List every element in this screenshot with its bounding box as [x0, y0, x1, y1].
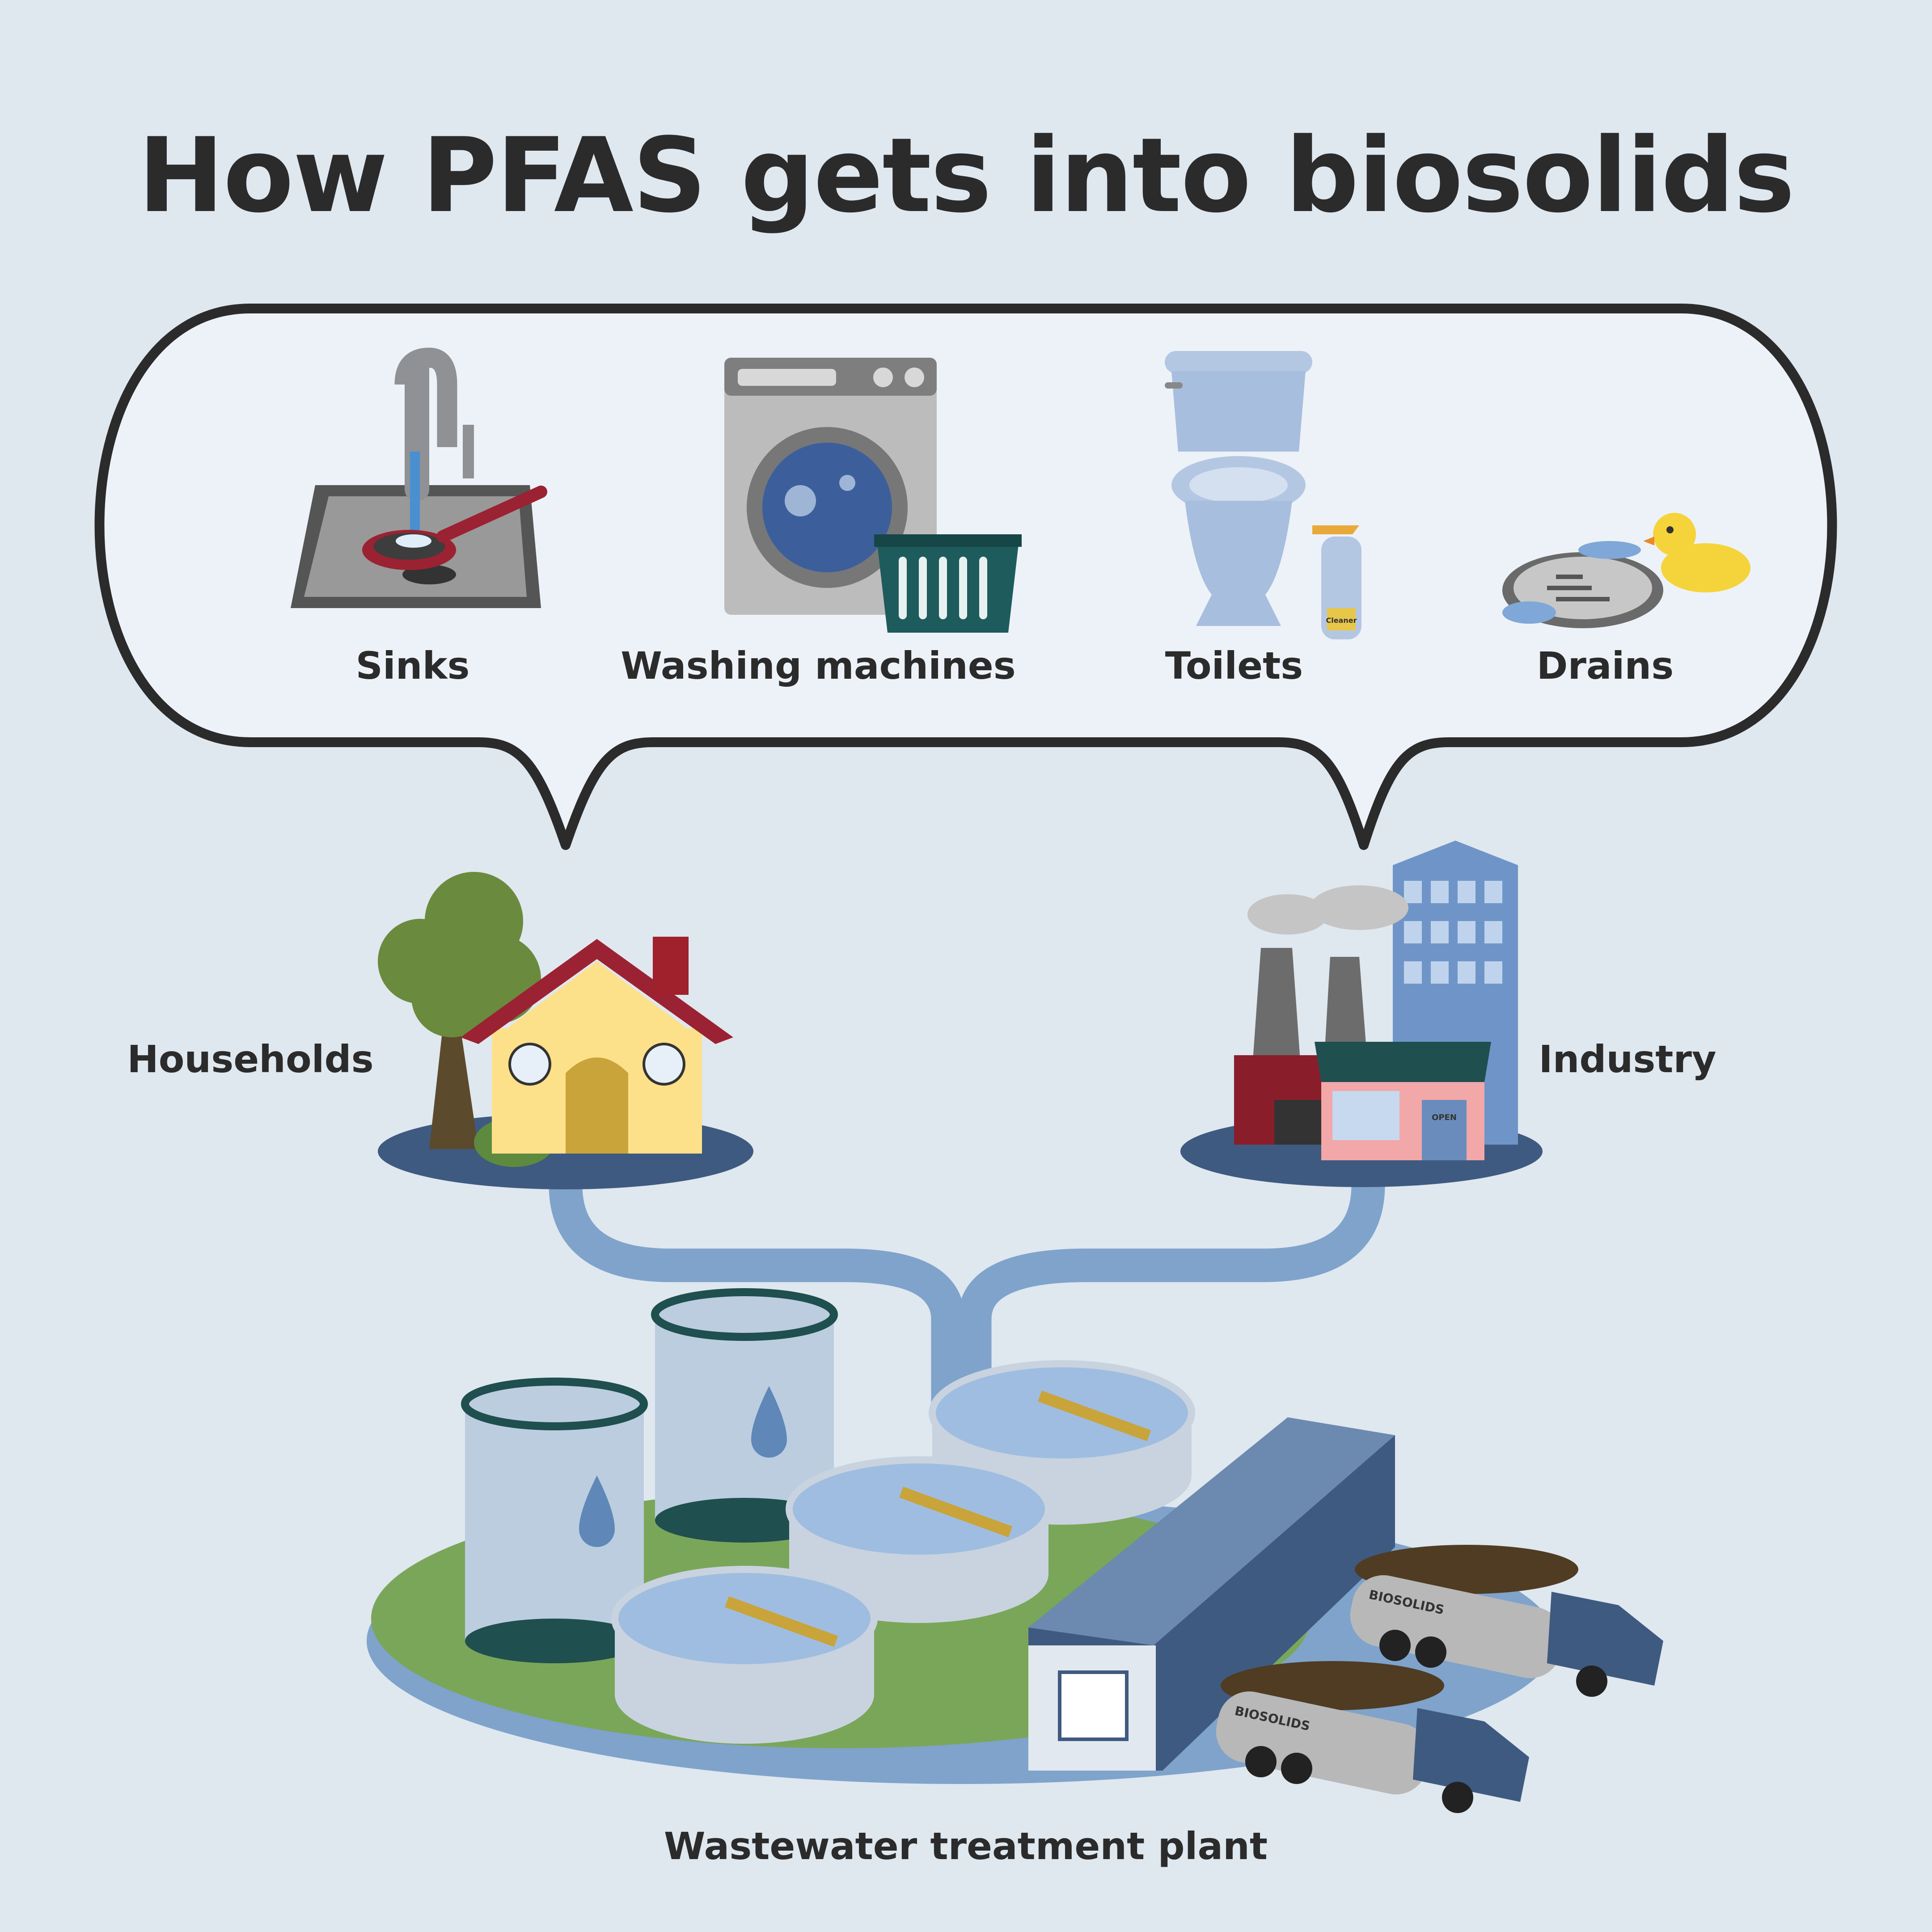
drain-icon: [1502, 513, 1750, 628]
source-label-sinks: Sinks: [355, 644, 470, 688]
origin-label-households: Households: [127, 1037, 374, 1081]
toilet-icon: Cleaner: [1165, 351, 1361, 639]
page-title: How PFAS gets into biosolids: [138, 116, 1795, 236]
source-label-toilets: Toilets: [1165, 644, 1303, 688]
industry-scene: OPEN: [1180, 841, 1543, 1187]
biosolids-truck: BIOSOLIDS: [1350, 1545, 1663, 1697]
cleaner-label: Cleaner: [1326, 616, 1357, 625]
pipe-network: [549, 1168, 1385, 1416]
washing-machine-icon: [724, 358, 1022, 633]
source-label-washing-machines: Washing machines: [621, 644, 1016, 688]
biosolids-truck: BIOSOLIDS: [1216, 1661, 1529, 1813]
origin-label-industry: Industry: [1539, 1037, 1716, 1081]
households-scene: [378, 872, 753, 1189]
treatment-plant-scene: BIOSOLIDS BIOSOLIDS: [367, 1288, 1663, 1813]
plant-label: Wastewater treatment plant: [664, 1824, 1268, 1868]
sink-icon: [291, 347, 547, 608]
open-sign: OPEN: [1432, 1113, 1457, 1122]
source-label-drains: Drains: [1536, 644, 1674, 688]
